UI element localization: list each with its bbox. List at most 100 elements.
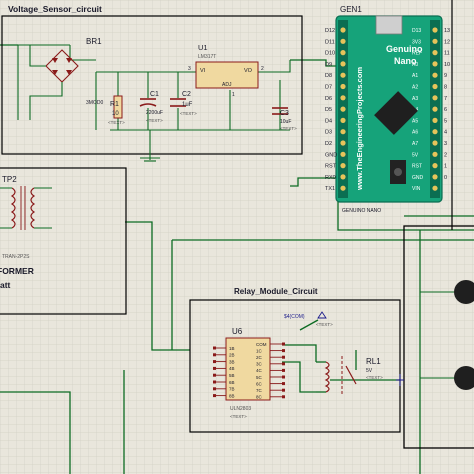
relay-rl1[interactable]: RL1 5V <TEXT> (324, 356, 383, 394)
ic-left-pin-label: 8B (229, 393, 235, 398)
ic-left-pin-label: 2B (229, 353, 235, 358)
pin-hole-icon (340, 38, 346, 44)
ic-pin-end (282, 368, 285, 372)
right-pin-label: A3 (412, 96, 418, 102)
right-pin-number: 10 (444, 62, 450, 68)
ic-right-pin-label: 7C (256, 388, 263, 393)
ic-right-pin-label: 2C (256, 355, 263, 360)
pin-hole-icon (340, 50, 346, 56)
pin-hole-icon (340, 27, 346, 33)
bridge-ref: BR1 (86, 37, 102, 46)
relay-val: 5V (366, 368, 373, 374)
relay-module-title: Relay_Module_Circuit (234, 287, 318, 296)
right-pin-number: 6 (444, 107, 447, 113)
left-pin-label: D5 (325, 107, 332, 113)
capacitor-c2[interactable]: C2 1uF <TEXT> (170, 91, 197, 116)
left-pin-label: D2 (325, 141, 332, 147)
pin-hole-icon (432, 72, 438, 78)
right-pin-label: A1 (412, 73, 418, 79)
pin-hole-icon (432, 38, 438, 44)
voltage-sensor-group[interactable]: Voltage_Sensor_circuit BR1 (1, 4, 303, 162)
left-pin-label: D10 (325, 51, 335, 57)
right-pin-number: 11 (444, 51, 450, 57)
ic-pin-end (282, 349, 285, 353)
c3-text-tag: <TEXT> (280, 126, 297, 131)
arduino-part-label: GENUINO NANO (342, 208, 381, 214)
sensor-inner-wires (17, 44, 291, 162)
right-pin-number: 9 (444, 73, 447, 79)
wire-arduino-gnd (290, 177, 336, 187)
arduino-website: www.TheEngineeringProjects.com (355, 67, 364, 191)
ic-right-pin-label: 8C (256, 395, 263, 400)
ic-right-pin-label: 6C (256, 381, 263, 386)
ic-pin-end (282, 395, 285, 399)
right-pin-label: GND (412, 175, 424, 181)
ic-pin-end (213, 387, 216, 391)
ic-right-pin-label: 5C (256, 375, 263, 380)
transformer-group[interactable]: TP2 TRAN-2P2S FORMER att (0, 167, 127, 315)
ic-right-pin-label: 1C (256, 348, 263, 353)
resistor-r1[interactable]: R1 10 3MOD0 <TEXT> (86, 95, 125, 125)
pin-hole-icon (432, 50, 438, 56)
c3-val: 10uF (280, 119, 291, 125)
arduino-nano[interactable]: GEN1 D12D11D10D9D8D7D6D5D4D3D2GNDRSTRX0T… (325, 5, 450, 214)
relay-module-frame (189, 299, 401, 433)
relay-text-tag: <TEXT> (366, 375, 383, 380)
ic-left-pin-label: 6B (229, 380, 235, 385)
left-pin-label: D8 (325, 73, 332, 79)
c2-ref: C2 (182, 91, 191, 98)
capacitor-c1[interactable]: C1 2200uF <TEXT> (139, 91, 163, 123)
transformer-frame (0, 167, 127, 315)
ic-left-pin-label: 5B (229, 373, 235, 378)
ic-pin-end (213, 346, 216, 350)
pin-hole-icon (340, 106, 346, 112)
bridge-diode-1 (52, 58, 58, 63)
pin-hole-icon (340, 95, 346, 101)
ic-pin-end (282, 375, 285, 379)
pin-hole-icon (340, 151, 346, 157)
pin-hole-icon (432, 61, 438, 67)
ic-part: ULN2803 (230, 406, 251, 412)
bridge-rectifier[interactable]: BR1 (29, 37, 102, 120)
r1-body (113, 95, 123, 119)
c2-val: 1uF (182, 102, 193, 108)
capacitor-c3[interactable]: C3 10uF <TEXT> (272, 107, 297, 131)
pin-hole-icon (432, 117, 438, 123)
pin-hole-icon (340, 72, 346, 78)
right-pin-label: REF (412, 51, 422, 57)
ic-right-pin-label: 3C (256, 362, 263, 367)
ic-pin-end (282, 355, 285, 359)
left-pin-label: D4 (325, 118, 332, 124)
right-pin-number: 7 (444, 96, 447, 102)
left-pin-label: RST (325, 164, 337, 170)
arduino-title: Genuino (386, 44, 423, 54)
reg-vi: VI (200, 68, 206, 74)
left-pin-label: GND (325, 152, 337, 158)
pin-hole-icon (432, 129, 438, 135)
load-lamp-1-icon (454, 280, 474, 304)
pin-hole-icon (340, 83, 346, 90)
right-pin-number: 8 (444, 85, 447, 91)
ic-pin-end (282, 342, 285, 346)
ic-left-pin-label: 3B (229, 359, 235, 364)
ic-pin-end (282, 388, 285, 392)
right-pin-label: D13 (412, 28, 421, 34)
reg-part: LM317T (198, 54, 216, 60)
right-load-panel[interactable] (396, 225, 474, 449)
c1-val: 2200uF (146, 110, 163, 116)
relay-coil-icon (324, 361, 330, 393)
ic-pin-end (282, 362, 285, 366)
relay-module-group[interactable]: Relay_Module_Circuit U6 1B2B3B4B5B6B7B8B… (189, 287, 401, 433)
regulator-u1[interactable]: U1 LM317T VI VO ADJ 3 2 1 (188, 43, 264, 98)
ic-right-pin-label: COM (256, 342, 267, 347)
ic-pin-end (282, 382, 285, 386)
c1-ref: C1 (150, 91, 159, 98)
reg-body (195, 61, 259, 89)
usb-connector-icon (375, 15, 403, 35)
pin-hole-icon (432, 140, 438, 146)
reg-pin1: 1 (232, 92, 235, 98)
